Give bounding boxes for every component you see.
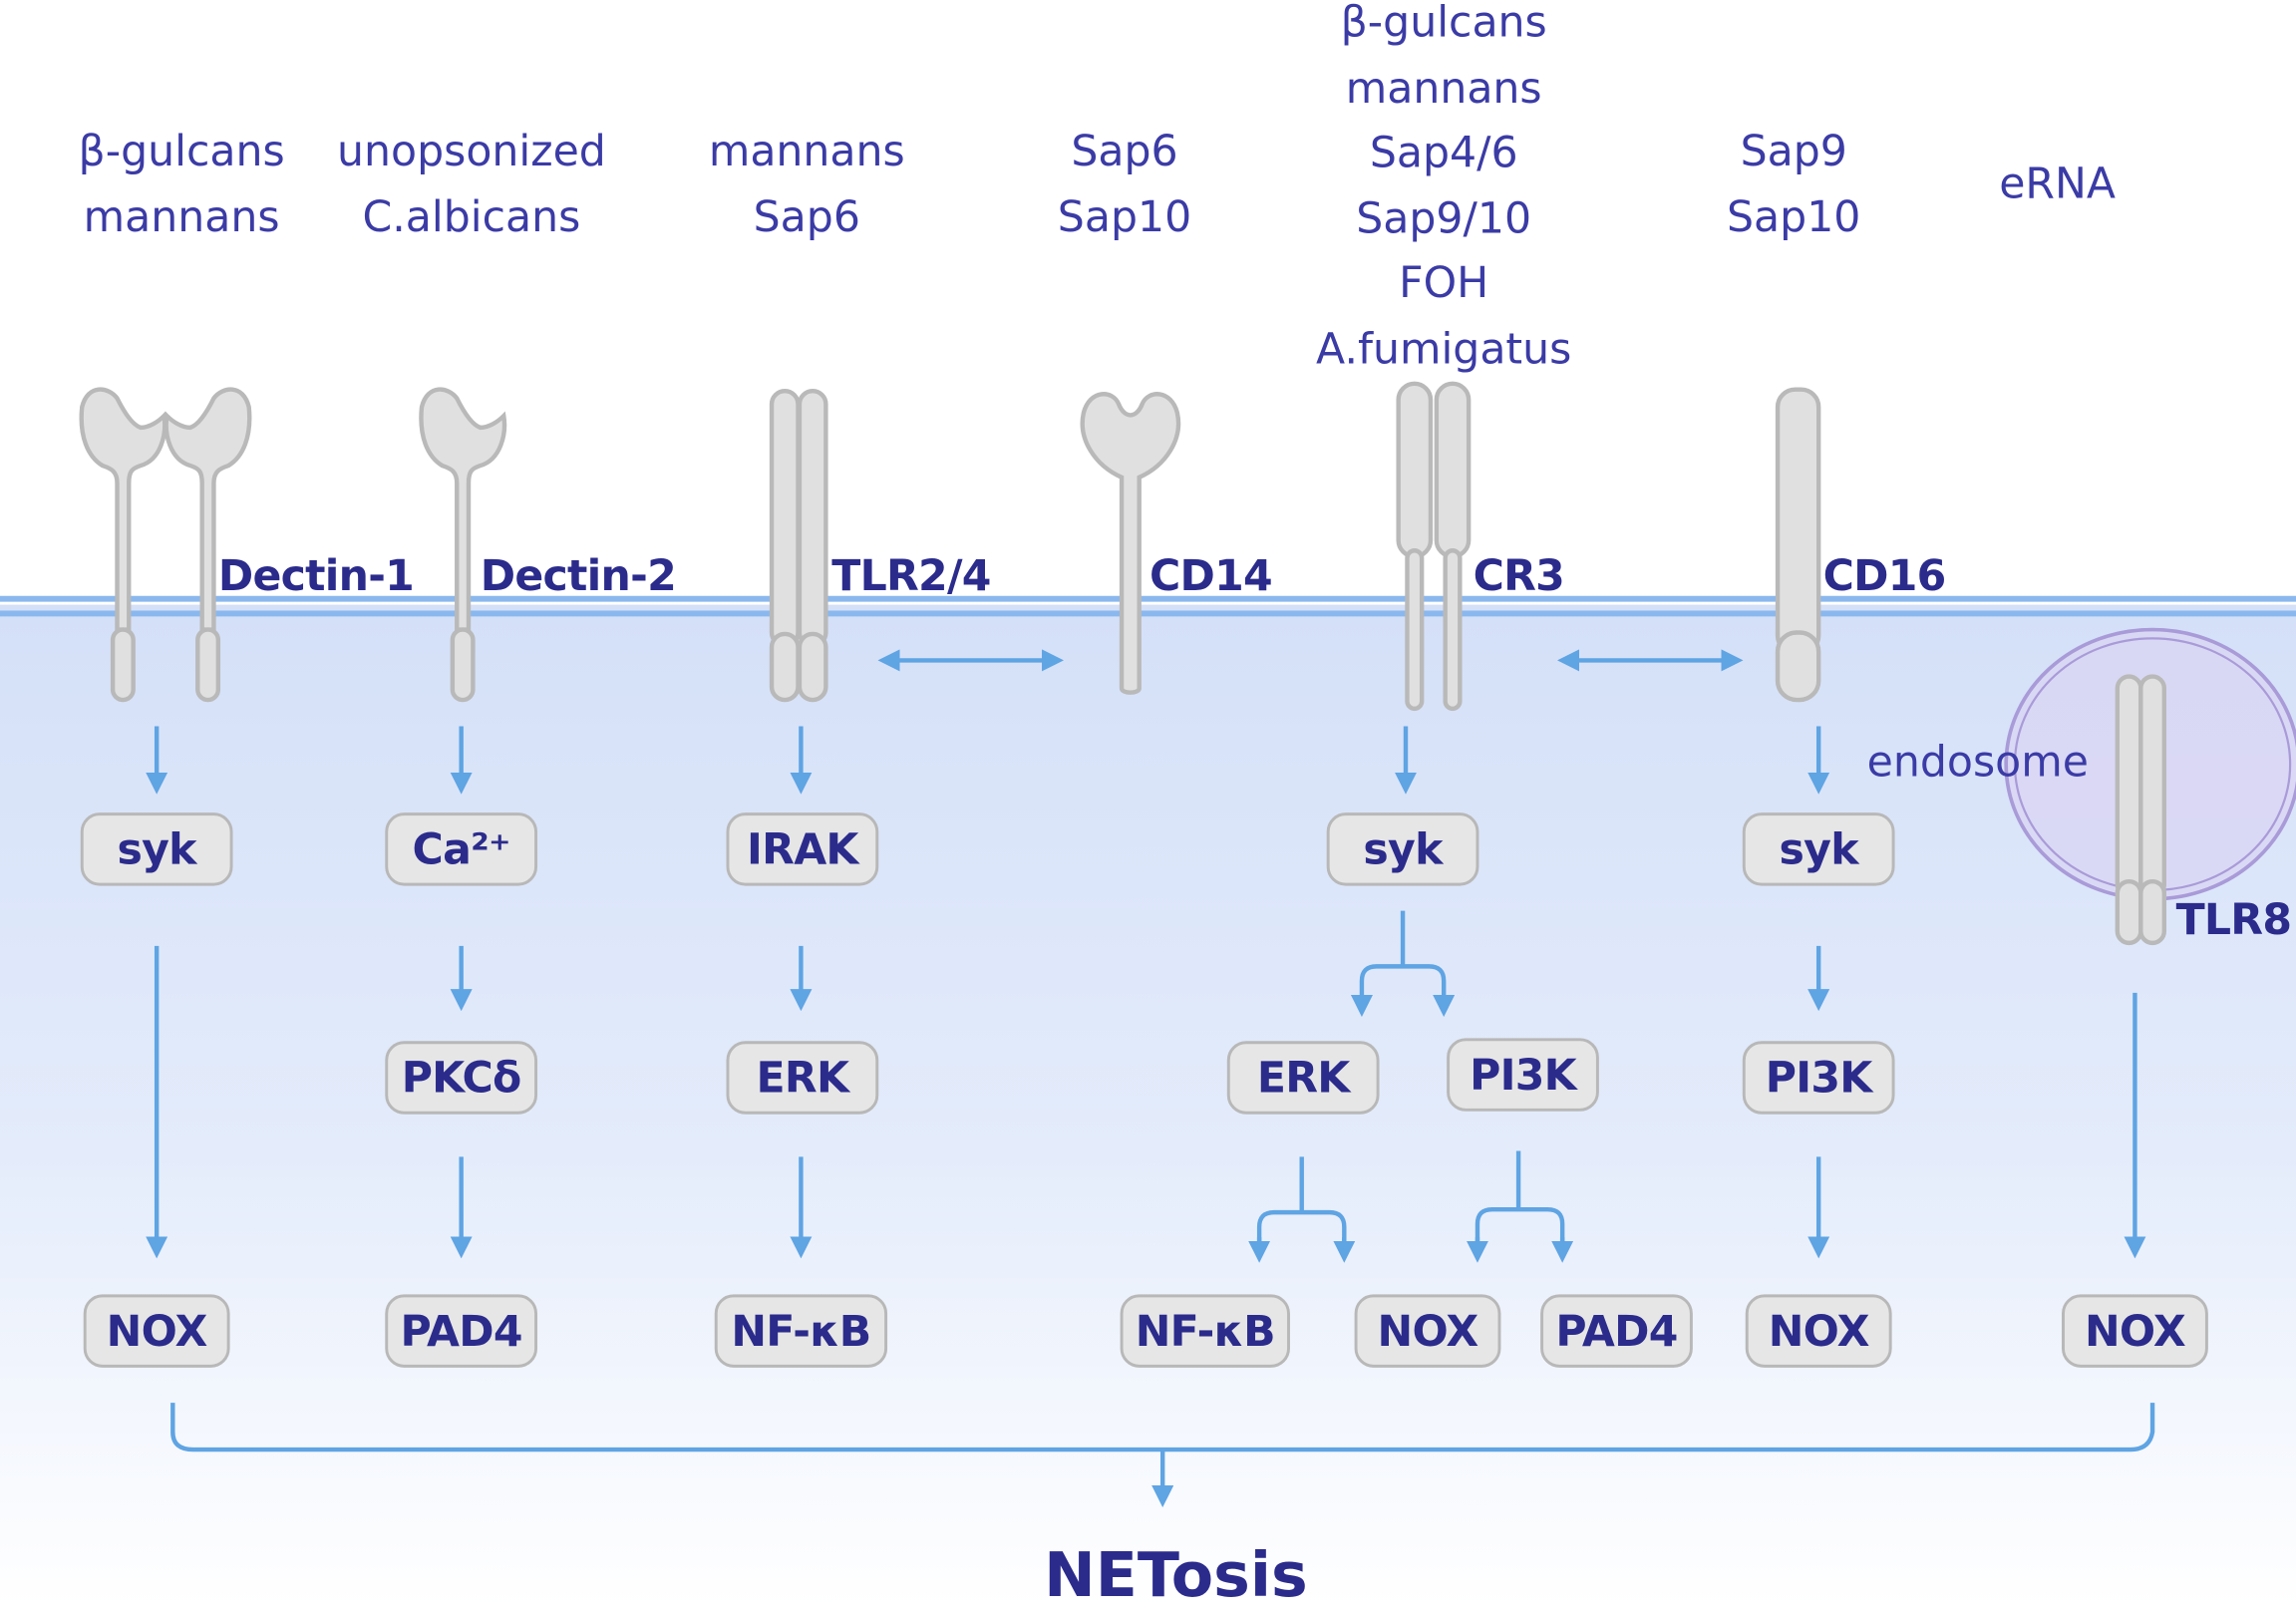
receptor-label-cd14: CD14 [1148, 550, 1273, 601]
cd14-receptor [1080, 392, 1181, 695]
receptor-label-cd16: CD16 [1822, 550, 1947, 601]
node-irak: IRAK [726, 812, 879, 886]
ligand-label: unopsonized [337, 126, 606, 176]
ligand-label: Sap6 [753, 190, 860, 241]
cytoplasm-background [0, 604, 2296, 1607]
node-syk-cd16: syk [1742, 812, 1895, 886]
ligands-dectin-1: β-gulcans mannans [79, 119, 285, 249]
netosis-outcome-label: NETosis [1044, 1538, 1308, 1611]
receptor-label-tlr8: TLR8 [2175, 894, 2292, 945]
branch-pi3k-nox-pad4 [1475, 1150, 1565, 1248]
branch-syk-erk-pi3k [1359, 910, 1447, 1011]
node-nox-cr3: NOX [1354, 1294, 1501, 1368]
ligand-label: Sap9/10 [1356, 192, 1532, 243]
dectin-2-receptor [419, 387, 507, 703]
receptor-label-cr3: CR3 [1473, 550, 1565, 601]
ligands-cd14: Sap6 Sap10 [1058, 119, 1191, 249]
node-calcium: Ca²⁺ [385, 812, 538, 886]
branch-erk-nfkb-nox [1256, 1156, 1347, 1248]
endosome-label: endosome [1866, 736, 2089, 787]
dectin-1-receptor-right [164, 387, 252, 703]
ligands-cr3: β-gulcans mannans Sap4/6 Sap9/10 FOH A.f… [1316, 0, 1571, 381]
cr3-receptor [1396, 381, 1472, 712]
node-pi3k-cd16: PI3K [1742, 1041, 1895, 1115]
node-nox-tlr8: NOX [2062, 1294, 2208, 1368]
tlr2-4-receptor [769, 388, 828, 703]
node-nfkb-tlr: NF-κB [714, 1294, 888, 1368]
node-pi3k-cr3: PI3K [1447, 1038, 1599, 1112]
tlr8-receptor [2115, 674, 2167, 946]
node-syk-dectin1: syk [80, 812, 233, 886]
ligands-tlr2-4: mannans Sap6 [709, 119, 905, 249]
ligand-label: Sap10 [1727, 190, 1861, 241]
ligand-label: Sap4/6 [1369, 127, 1518, 177]
plasma-membrane [0, 595, 2296, 617]
ligand-label: eRNA [1999, 158, 2116, 208]
receptor-label-tlr2-4: TLR2/4 [831, 550, 991, 601]
cd16-receptor [1775, 387, 1821, 703]
ligand-label: β-gulcans [78, 126, 285, 176]
node-erk-cr3: ERK [1226, 1041, 1380, 1115]
ligand-label: Sap9 [1740, 126, 1847, 176]
ligands-cd16: Sap9 Sap10 [1727, 119, 1860, 249]
node-nox-cd16: NOX [1745, 1294, 1892, 1368]
ligand-label: A.fumigatus [1316, 322, 1572, 373]
receptor-label-dectin-2: Dectin-2 [480, 550, 677, 601]
receptor-label-dectin-1: Dectin-1 [217, 550, 415, 601]
ligands-tlr8: eRNA [1999, 151, 2116, 215]
ligand-label: β-gulcans [1340, 0, 1547, 47]
node-erk-tlr: ERK [726, 1041, 879, 1115]
ligand-label: mannans [1345, 62, 1542, 113]
ligand-label: FOH [1399, 257, 1489, 308]
node-nfkb-cr3: NF-κB [1120, 1294, 1290, 1368]
node-pkc-delta: PKCδ [385, 1041, 538, 1115]
ligand-label: mannans [708, 126, 905, 176]
ligand-label: Sap6 [1071, 126, 1178, 176]
ligand-label: C.albicans [362, 190, 581, 241]
node-pad4-dectin2: PAD4 [385, 1294, 538, 1368]
netosis-convergence-bracket [170, 1403, 2155, 1452]
ligand-label: mannans [83, 190, 280, 241]
ligands-dectin-2: unopsonized C.albicans [337, 119, 606, 249]
dectin-1-receptor-left [79, 387, 167, 703]
node-syk-cr3: syk [1326, 812, 1479, 886]
node-pad4-cr3: PAD4 [1540, 1294, 1693, 1368]
ligand-label: Sap10 [1057, 190, 1192, 241]
node-nox-dectin1: NOX [83, 1294, 230, 1368]
